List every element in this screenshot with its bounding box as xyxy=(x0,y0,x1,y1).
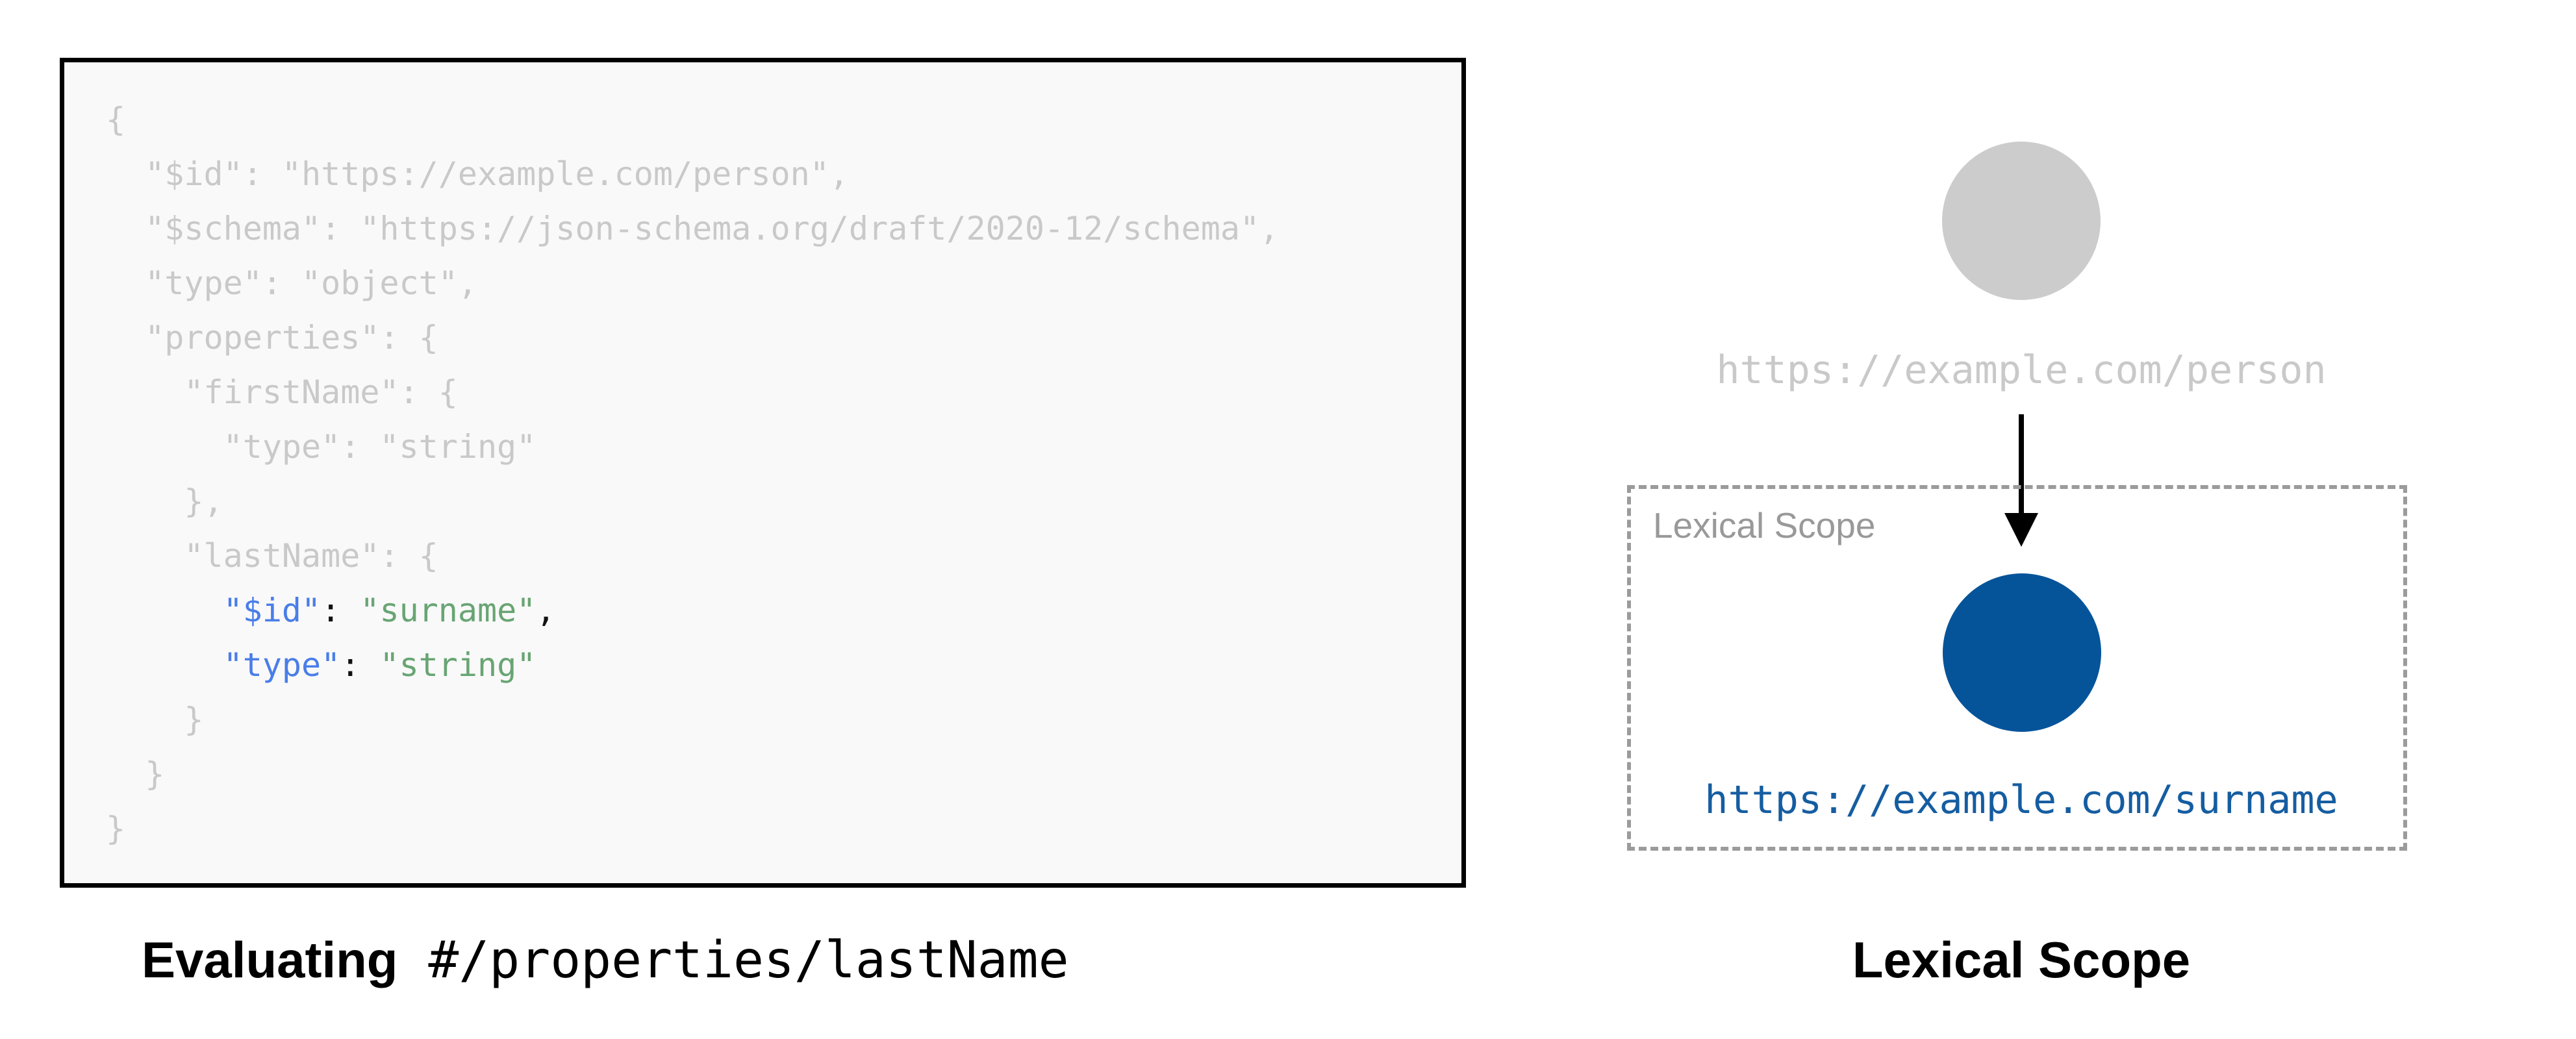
left-caption-evaluating: Evaluating xyxy=(142,931,398,988)
code-segment-key: "$id" xyxy=(223,592,322,629)
code-line: "$id": "surname", xyxy=(106,583,1279,638)
lexical-scope-box: Lexical Scope xyxy=(1627,485,2407,851)
code-segment-punct: , xyxy=(536,592,556,629)
code-segment-key: "type" xyxy=(223,646,341,684)
code-line: "$schema": "https://json-schema.org/draf… xyxy=(106,201,1279,256)
left-caption: Evaluating #/properties/lastName xyxy=(142,930,1069,990)
code-line: "type": "object", xyxy=(106,256,1279,310)
schema-code-panel: { "$id": "https://example.com/person", "… xyxy=(60,58,1466,888)
code-segment-muted: } xyxy=(106,701,204,738)
code-segment-string: "surname" xyxy=(360,592,537,629)
code-segment-muted: "$schema": "https://json-schema.org/draf… xyxy=(106,210,1280,247)
code-line: "type": "string" xyxy=(106,638,1279,692)
code-line: "lastName": { xyxy=(106,529,1279,583)
code-segment-punct: : xyxy=(340,646,380,684)
child-schema-circle xyxy=(1943,573,2101,732)
code-segment-muted xyxy=(106,646,223,684)
code-line: } xyxy=(106,692,1279,747)
schema-code-content: { "$id": "https://example.com/person", "… xyxy=(106,92,1279,856)
code-line: "properties": { xyxy=(106,310,1279,365)
code-line: } xyxy=(106,747,1279,801)
code-segment-string: "string" xyxy=(379,646,537,684)
parent-schema-url: https://example.com/person xyxy=(1716,347,2327,393)
code-segment-muted: "firstName": { xyxy=(106,373,458,411)
code-line: { xyxy=(106,92,1279,147)
code-segment-muted: } xyxy=(106,755,165,793)
code-segment-muted: } xyxy=(106,810,126,847)
code-segment-punct: : xyxy=(321,592,360,629)
down-arrow-head-icon xyxy=(2004,513,2038,547)
down-arrow-shaft xyxy=(2019,414,2024,513)
code-segment-muted xyxy=(106,592,223,629)
code-segment-muted: }, xyxy=(106,482,223,520)
parent-schema-circle xyxy=(1942,142,2101,300)
lexical-scope-box-label: Lexical Scope xyxy=(1653,505,1876,545)
code-line: "$id": "https://example.com/person", xyxy=(106,147,1279,201)
code-segment-muted: "type": "string" xyxy=(106,428,537,466)
code-line: "firstName": { xyxy=(106,365,1279,419)
child-schema-url: https://example.com/surname xyxy=(1704,777,2338,823)
code-segment-muted: "lastName": { xyxy=(106,537,438,575)
right-caption: Lexical Scope xyxy=(1852,931,2191,988)
code-line: "type": "string" xyxy=(106,419,1279,474)
code-line: } xyxy=(106,801,1279,856)
code-line: }, xyxy=(106,474,1279,529)
code-segment-muted: "properties": { xyxy=(106,319,438,357)
code-segment-muted: "$id": "https://example.com/person", xyxy=(106,155,849,193)
code-segment-muted: { xyxy=(106,101,126,138)
code-segment-muted: "type": "object", xyxy=(106,264,477,302)
left-caption-pointer: #/properties/lastName xyxy=(398,931,1069,990)
